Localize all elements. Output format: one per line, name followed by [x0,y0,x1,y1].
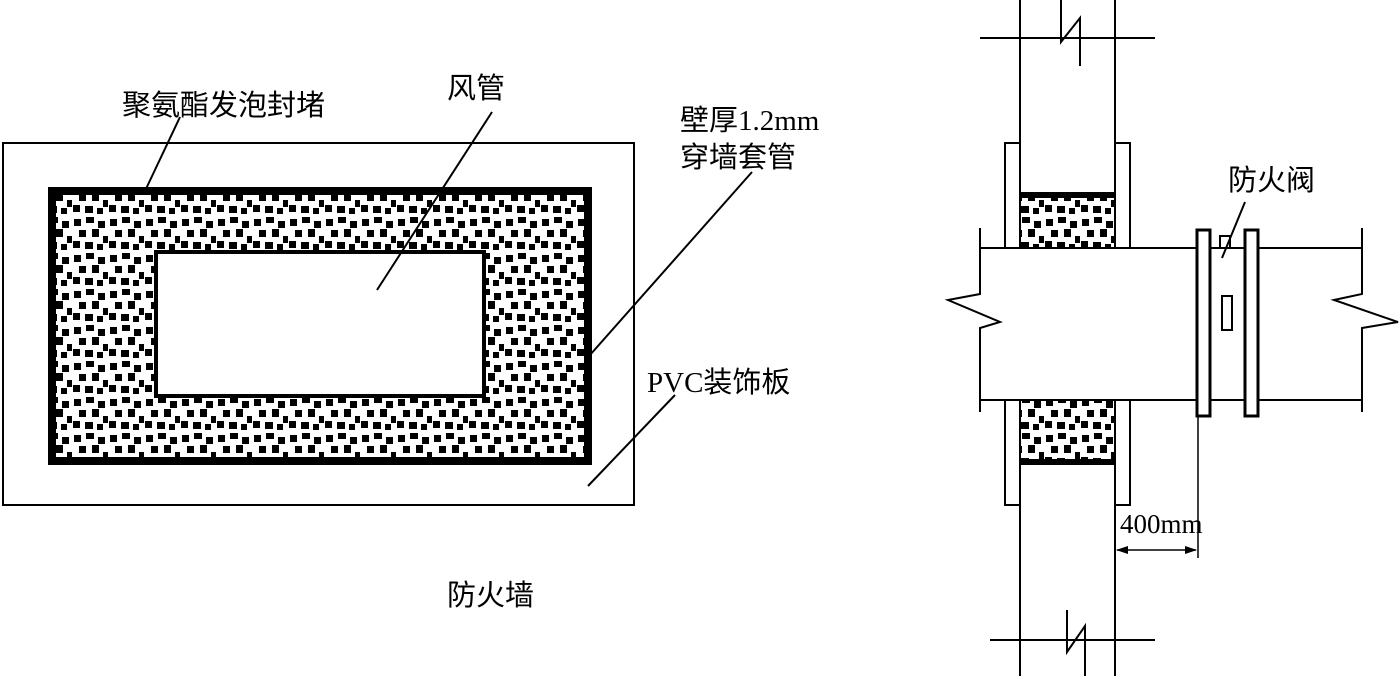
fire-damper-label: 防火阀 [1228,164,1315,197]
wall-bottom-break [1066,610,1086,676]
damper-inspection-slot [1221,295,1233,331]
foam-seal-lower [1020,400,1115,462]
air-duct [154,250,486,398]
duct-right-break [1330,228,1399,412]
sleeve-right-upper [1115,142,1131,248]
duct-label: 风管 [447,72,505,105]
damper-leader [1221,201,1246,259]
pvc-panel-label: PVC装饰板 [647,366,790,399]
foam-seal-leader [144,116,181,192]
sleeve-leader [589,171,753,356]
damper-flange-right [1243,228,1260,418]
wall-top-break [1060,0,1081,66]
pvc-panel-leader [587,394,676,487]
foam-seal-label: 聚氨酯发泡封堵 [122,89,325,122]
sleeve-left-upper [1004,142,1020,248]
fire-wall-caption: 防火墙 [447,579,534,612]
damper-flange-left [1195,228,1212,418]
sleeve-right-lower [1115,400,1131,506]
elevation-view: 防火阀 400mm [944,0,1399,676]
foam-seal-upper [1020,195,1115,248]
damper-actuator [1219,235,1231,249]
section-view: 聚氨酯发泡封堵 风管 壁厚1.2mm 穿墙套管 PVC装饰板 防火墙 [2,72,820,612]
dimension-label: 400mm [1120,509,1203,539]
sleeve-left-lower [1004,400,1020,506]
sleeve-label: 穿墙套管 [680,141,796,174]
sleeve-thickness-label: 壁厚1.2mm [680,104,820,137]
duct-left-break [944,228,1003,412]
duct-leader [376,111,493,291]
